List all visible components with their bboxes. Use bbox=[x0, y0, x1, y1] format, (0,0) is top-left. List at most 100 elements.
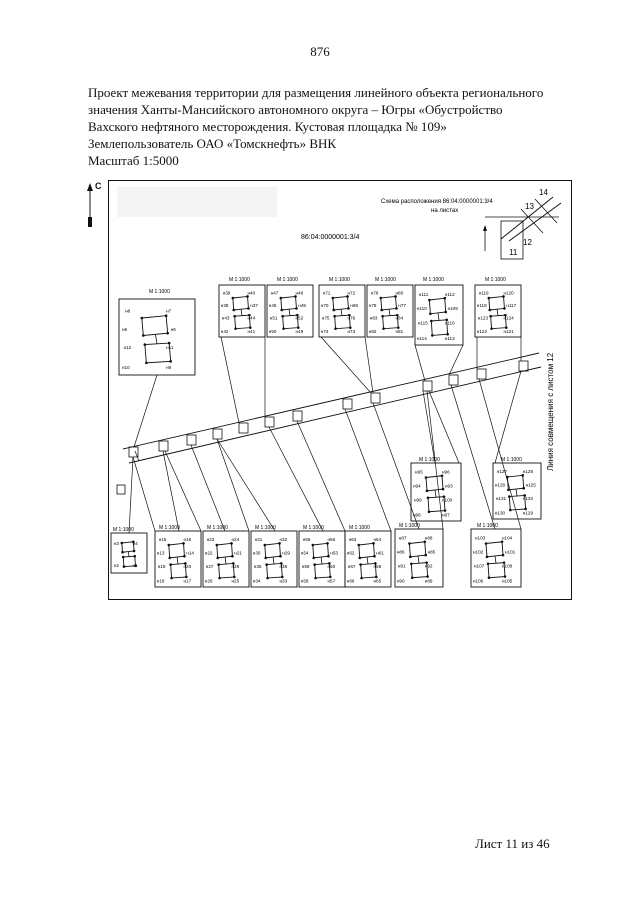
vertex-label: н18 bbox=[157, 579, 165, 584]
vertex-label: н88 bbox=[425, 535, 433, 540]
boundary-vertex bbox=[347, 307, 350, 310]
vertex-label: н36 bbox=[280, 564, 288, 569]
boundary-vertex bbox=[408, 542, 411, 545]
vertex-label: н132 bbox=[523, 496, 534, 501]
parcel-marker bbox=[448, 374, 459, 386]
boundary-vertex bbox=[217, 563, 220, 566]
inset-k bbox=[154, 530, 202, 588]
boundary-vertex bbox=[430, 334, 434, 337]
parcel-marker bbox=[264, 416, 275, 428]
boundary-polygon bbox=[312, 542, 329, 559]
title-line-1: Проект межевания территории для размещен… bbox=[88, 85, 544, 100]
boundary-vertex bbox=[503, 575, 507, 578]
boundary-vertex bbox=[247, 307, 250, 310]
boundary-vertex bbox=[333, 314, 336, 318]
boundary-vertex bbox=[357, 543, 361, 547]
boundary-vertex bbox=[426, 575, 429, 578]
vertex-label: н22 bbox=[205, 551, 213, 556]
vertex-label: н14 bbox=[186, 551, 194, 556]
inset-h bbox=[410, 462, 462, 522]
vertex-label: н33 bbox=[280, 579, 288, 584]
boundary-vertex bbox=[132, 540, 135, 544]
boundary-vertex bbox=[489, 314, 492, 318]
boundary-vertex bbox=[446, 332, 449, 336]
boundary-link bbox=[417, 556, 420, 564]
boundary-vertex bbox=[215, 543, 219, 547]
vertex-label: н12 bbox=[124, 345, 132, 350]
boundary-link bbox=[366, 557, 369, 565]
scheme-subtitle: на листах bbox=[431, 208, 458, 214]
boundary-vertex bbox=[143, 343, 147, 346]
vertex-label: н116 bbox=[445, 321, 455, 326]
vertex-label: н34 bbox=[253, 579, 261, 584]
vertex-label: н39 bbox=[223, 290, 231, 295]
inset-g bbox=[474, 284, 522, 338]
boundary-vertex bbox=[328, 575, 332, 579]
scheme-sheet-11: 11 bbox=[509, 248, 518, 257]
boundary-vertex bbox=[423, 540, 427, 544]
boundary-vertex bbox=[140, 316, 144, 320]
boundary-vertex bbox=[280, 308, 284, 312]
vertex-label: н51 bbox=[270, 315, 278, 320]
sheet-counter: Лист 11 из 46 bbox=[475, 836, 550, 851]
boundary-vertex bbox=[183, 554, 186, 558]
vertex-label: н5 bbox=[122, 327, 128, 332]
boundary-polygon bbox=[488, 295, 505, 311]
vertex-label: н120 bbox=[504, 290, 515, 295]
vertex-label: н31 bbox=[255, 537, 263, 542]
vertex-label: н94 bbox=[413, 483, 421, 488]
vertex-label: н84 bbox=[396, 315, 404, 320]
vertex-label: н30 bbox=[253, 551, 261, 556]
boundary-link bbox=[340, 309, 343, 316]
boundary-vertex bbox=[167, 341, 171, 345]
inset-a bbox=[118, 298, 196, 376]
boundary-vertex bbox=[409, 555, 412, 559]
vertex-label: н68 bbox=[374, 564, 382, 569]
boundary-vertex bbox=[167, 543, 171, 547]
parcel-label: 86:04:0000001:3/4 bbox=[301, 234, 359, 241]
boundary-vertex bbox=[372, 542, 375, 545]
vertex-label: н62 bbox=[347, 551, 355, 556]
vertex-label: н67 bbox=[348, 564, 356, 569]
boundary-vertex bbox=[132, 549, 136, 553]
title-line-2: значения Ханты-Мансийского автономного о… bbox=[88, 102, 503, 117]
boundary-vertex bbox=[279, 554, 282, 558]
vertex-label: н2 bbox=[114, 563, 120, 568]
vertex-label: н123 bbox=[478, 315, 489, 320]
scheme-diagram: 14 13 12 11 bbox=[483, 188, 562, 260]
boundary-vertex bbox=[506, 475, 509, 479]
vertex-label: н26 bbox=[205, 579, 213, 584]
vertex-label: н72 bbox=[348, 290, 356, 295]
vertex-label: н38 bbox=[221, 303, 229, 308]
boundary-vertex bbox=[359, 563, 362, 566]
vertex-label: н124 bbox=[504, 315, 515, 320]
vertex-label: н35 bbox=[254, 564, 262, 569]
boundary-vertex bbox=[279, 296, 283, 300]
vertex-label: н103 bbox=[475, 535, 486, 540]
boundary-polygon bbox=[408, 541, 427, 558]
inset-g-scale: М 1:1000 bbox=[485, 277, 506, 283]
boundary-link bbox=[240, 309, 243, 316]
vertex-label: н54 bbox=[301, 551, 309, 556]
boundary-vertex bbox=[312, 556, 316, 560]
boundary-vertex bbox=[382, 327, 385, 330]
boundary-vertex bbox=[295, 307, 298, 310]
vertex-label: н16 bbox=[184, 537, 192, 542]
alignment-line-label: Линия совмещения с листом 12 bbox=[546, 352, 555, 471]
vertex-label: н70 bbox=[321, 303, 329, 308]
vertex-label: н80 bbox=[396, 290, 404, 295]
boundary-vertex bbox=[331, 296, 335, 300]
vertex-label: н49 bbox=[296, 329, 304, 334]
boundary-vertex bbox=[348, 326, 352, 329]
vertex-label: н86 bbox=[397, 549, 405, 554]
boundary-vertex bbox=[263, 543, 267, 547]
north-label: С bbox=[95, 181, 102, 191]
boundary-vertex bbox=[281, 314, 284, 318]
vertex-label: н104 bbox=[502, 535, 513, 540]
boundary-vertex bbox=[443, 296, 447, 300]
inset-o-scale: М 1:1000 bbox=[349, 525, 370, 531]
vertex-label: н95 bbox=[415, 469, 423, 474]
boundary-vertex bbox=[246, 295, 249, 298]
boundary-vertex bbox=[182, 542, 185, 545]
